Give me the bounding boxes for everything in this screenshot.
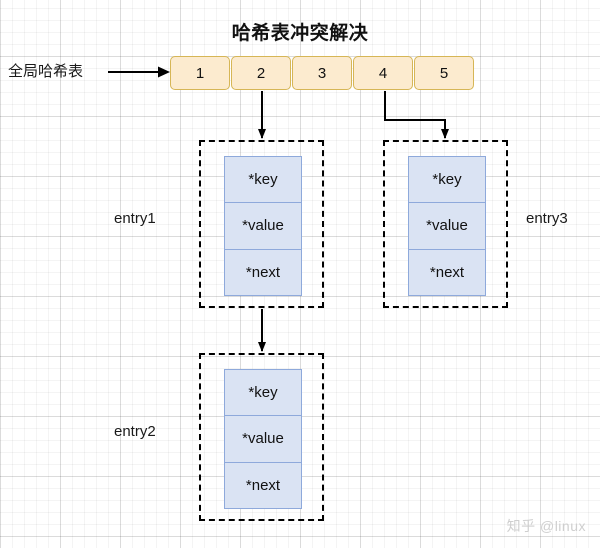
entry1-group: *key *value *next [199, 140, 324, 308]
bucket-5-index: 5 [439, 64, 449, 82]
entry2-field-value: *value [225, 416, 301, 463]
bucket-5[interactable]: 5 [414, 56, 474, 90]
bucket-1[interactable]: 1 [170, 56, 230, 90]
entry2-field-key: *key [225, 370, 301, 417]
entry1-field-value: *value [225, 203, 301, 250]
page-title: 哈希表冲突解决 [231, 23, 369, 44]
entry3-node[interactable]: *key *value *next [408, 156, 486, 296]
entry2-field-next: *next [245, 476, 281, 494]
bucket-2-index: 2 [256, 64, 266, 82]
entry2-label: entry2 [114, 423, 156, 440]
watermark: 知乎 @linux [506, 518, 586, 534]
bucket-2[interactable]: 2 [231, 56, 291, 90]
connector-bucket4-to-entry3 [384, 91, 449, 139]
entry1-label: entry1 [114, 210, 156, 227]
entry3-field-key: *key [409, 157, 485, 204]
global-hash-table-label: 全局哈希表 [8, 63, 84, 80]
entry1-field-key: *key [225, 157, 301, 204]
bucket-3[interactable]: 3 [292, 56, 352, 90]
bucket-4-index: 4 [378, 64, 388, 82]
entry3-field-value: *value [409, 203, 485, 250]
entry2-group: *key *value *next [199, 353, 324, 521]
hash-table: 1 2 3 4 5 [170, 56, 474, 90]
bucket-4[interactable]: 4 [353, 56, 413, 90]
entry2-node[interactable]: *key *value *next [224, 369, 302, 509]
entry1-field-next: *next [245, 263, 281, 281]
bucket-1-index: 1 [195, 64, 205, 82]
label-to-table-arrow-icon [108, 66, 170, 78]
entry3-group: *key *value *next [383, 140, 508, 308]
entry1-node[interactable]: *key *value *next [224, 156, 302, 296]
bucket-3-index: 3 [317, 64, 327, 82]
entry3-field-next: *next [429, 263, 465, 281]
entry3-label: entry3 [526, 210, 568, 227]
